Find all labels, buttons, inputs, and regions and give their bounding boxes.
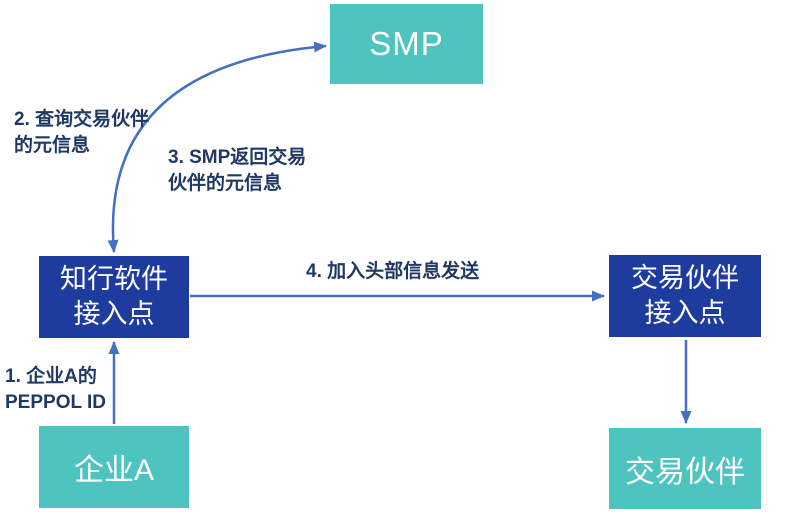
- label-step4-send-with-header: 4. 加入头部信息发送: [306, 261, 480, 282]
- node-smp: SMP: [330, 4, 483, 84]
- node-zhixing-access-point: 知行软件 接入点: [39, 256, 189, 338]
- node-trading-partner: 交易伙伴: [609, 428, 761, 509]
- label-step2-query-metadata: 2. 查询交易伙伴 的元信息: [14, 109, 150, 156]
- label-step3-smp-returns-metadata: 3. SMP返回交易 伙伴的元信息: [168, 147, 307, 194]
- label-step1-peppol-id: 1. 企业A的 PEPPOL ID: [5, 366, 107, 413]
- node-trading-partner-access-point: 交易伙伴 接入点: [609, 255, 761, 337]
- node-enterprise-a: 企业A: [39, 426, 189, 508]
